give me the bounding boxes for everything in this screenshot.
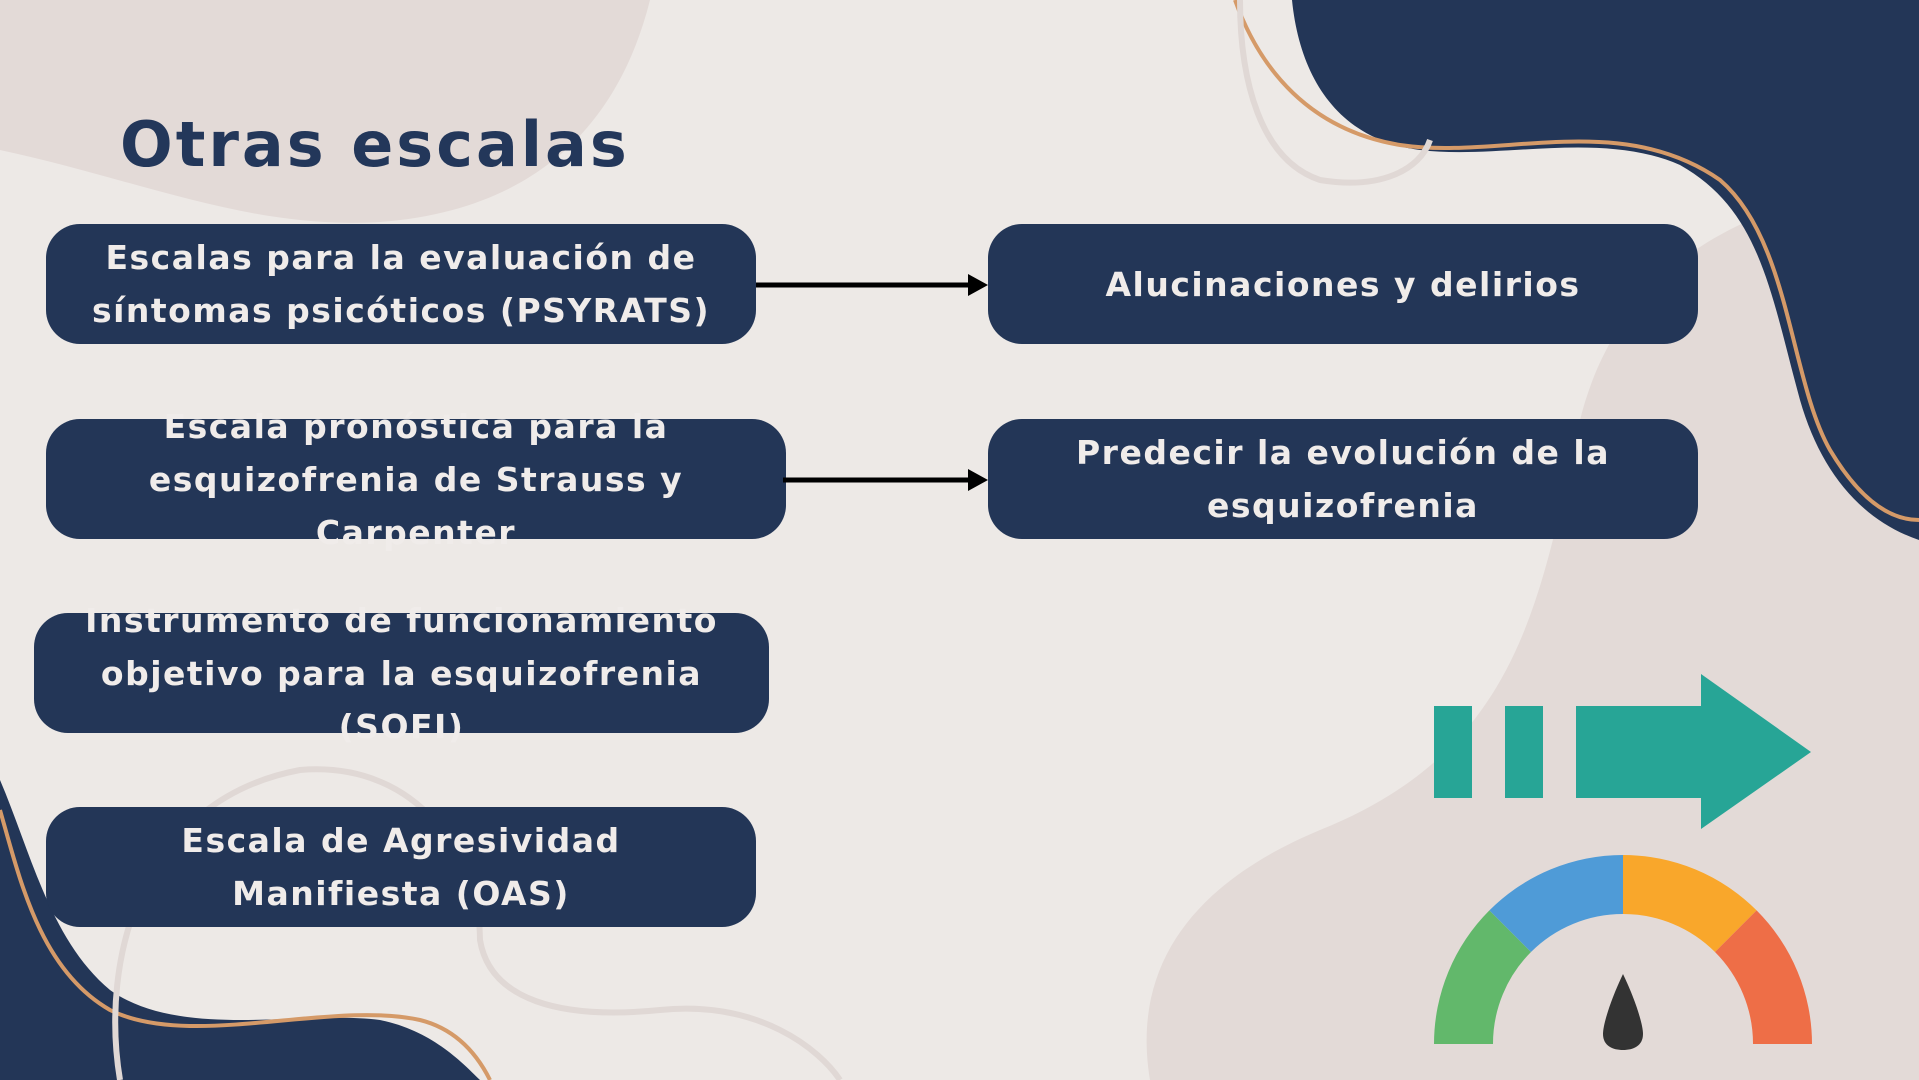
fast-forward-arrow-icon — [1434, 674, 1811, 829]
box-label-line: Predecir la evolución de la — [1075, 433, 1611, 472]
scale-box-psyrats: Escalas para la evaluación de síntomas ps… — [46, 224, 756, 344]
box-label-line: Instrumento de funcionamiento — [85, 600, 718, 640]
target-box-evolucion: Predecir la evolución de la esquizofrenia — [988, 419, 1698, 539]
box-label-line: síntomas psicóticos (PSYRATS) — [91, 291, 711, 330]
box-label-line: Escala de Agresividad — [181, 821, 621, 860]
scale-box-strauss-carpenter: Escala pronóstica para la esquizofrenia d… — [46, 407, 786, 552]
arrow-right-icon — [783, 469, 988, 491]
box-label-line: esquizofrenia de Strauss y Carpenter — [148, 459, 684, 552]
box-label-line: Manifiesta (OAS) — [232, 874, 570, 913]
target-box-alucinaciones: Alucinaciones y delirios — [988, 224, 1698, 344]
box-label-line: objetivo para la esquizofrenia (SOFI) — [100, 653, 703, 746]
arrow-right-icon — [756, 274, 988, 296]
scale-box-sofi: Instrumento de funcionamiento objetivo pa… — [34, 601, 769, 746]
page-title: Otras escalas — [120, 108, 630, 181]
box-label-line: esquizofrenia — [1207, 486, 1479, 525]
box-label-line: Escalas para la evaluación de — [105, 238, 697, 277]
speedometer-illustration — [1434, 674, 1812, 1050]
gauge-icon — [1434, 855, 1812, 1050]
box-label-line: Alucinaciones y delirios — [1105, 264, 1581, 304]
box-label-line: Escala pronóstica para la — [163, 406, 669, 446]
